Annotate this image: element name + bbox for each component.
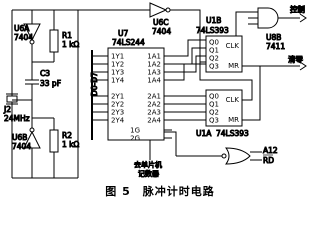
clear-label: 清零 bbox=[288, 54, 303, 64]
u6b-ref: U6B bbox=[12, 133, 27, 142]
or-gate bbox=[225, 147, 251, 165]
u6c-inverter bbox=[149, 2, 171, 18]
u7-pin-2y3: 2Y3 bbox=[111, 109, 124, 117]
u1b-pins-pin-q0: Q0 bbox=[209, 39, 219, 47]
u6a-inverter bbox=[23, 23, 41, 45]
u6c-ref: U6C bbox=[153, 18, 169, 27]
enable-wire bbox=[164, 131, 177, 156]
u7-pin-2y4: 2Y4 bbox=[111, 117, 125, 125]
a12-label: A12 bbox=[263, 146, 278, 155]
u1a-pins-pin-clk: CLK bbox=[226, 96, 240, 104]
u7-pin-2a2: 2A2 bbox=[147, 101, 161, 109]
u7-pin-2a4: 2A4 bbox=[147, 117, 161, 125]
control-arrow bbox=[299, 13, 307, 23]
r1-resistor bbox=[49, 29, 59, 53]
u1b-pins-pin-q3: Q3 bbox=[209, 63, 219, 71]
c3-ref: C3 bbox=[40, 69, 50, 78]
u8b-ref: U8B bbox=[266, 33, 281, 42]
u7-pin-1y3: 1Y3 bbox=[111, 69, 124, 77]
u7-pin-1y2: 1Y2 bbox=[111, 61, 124, 69]
u1b-part: 74LS393 bbox=[196, 26, 229, 35]
u7-pin-1y1: 1Y1 bbox=[111, 53, 124, 61]
j2-value: 24MHz bbox=[4, 114, 30, 123]
rd-label: RD bbox=[263, 156, 274, 165]
u8b-part: 7411 bbox=[266, 42, 285, 51]
control-label: 控制 bbox=[290, 4, 305, 14]
data-bus-label: D0-D7 bbox=[90, 72, 99, 96]
u7-pin-1a2: 1A2 bbox=[147, 61, 161, 69]
u1b-ref: U1B bbox=[206, 16, 221, 25]
wire-1a4 bbox=[164, 63, 206, 81]
u7-pin-1a1: 1A1 bbox=[147, 53, 161, 61]
u7-pin-2y1: 2Y1 bbox=[111, 93, 124, 101]
u1a-chip bbox=[205, 89, 243, 127]
mr-join-wire bbox=[242, 65, 261, 121]
u8b-feed-wire bbox=[235, 11, 248, 36]
u7-pin-2y2: 2Y2 bbox=[111, 101, 124, 109]
r1-value: 1 kΩ bbox=[62, 40, 79, 49]
u7-pin-2a3: 2A3 bbox=[147, 109, 161, 117]
u1b-chip bbox=[205, 35, 243, 73]
u1b-pins-pin-q2: Q2 bbox=[209, 55, 219, 63]
u6c-part: 7404 bbox=[152, 27, 171, 36]
u6a-part: 7404 bbox=[14, 33, 33, 42]
c3-value: 33 pF bbox=[40, 79, 61, 88]
j2-crystal bbox=[6, 93, 18, 105]
u1a-pins-pin-mr: MR bbox=[228, 116, 239, 124]
circuit-diagram: U6A 7404 R1 1 kΩ C3 33 pF J2 24MHz U6B 7… bbox=[3, 2, 307, 179]
wire-1a1 bbox=[164, 39, 206, 57]
r2-resistor bbox=[49, 129, 59, 153]
wire-1a2 bbox=[164, 47, 206, 65]
or-gate-bubble bbox=[221, 153, 227, 159]
u7-pin-2a1: 2A1 bbox=[147, 93, 161, 101]
u1b-pins-pin-mr: MR bbox=[228, 62, 239, 70]
u7-pin-1a3: 1A3 bbox=[147, 69, 161, 77]
u7-chip bbox=[107, 47, 165, 141]
clear-arrow bbox=[299, 61, 307, 71]
u1a-pins-pin-q0: Q0 bbox=[209, 93, 219, 101]
u7-pin-1a4: 1A4 bbox=[147, 77, 161, 85]
u1a-pins-pin-q3: Q3 bbox=[209, 117, 219, 125]
mcu-counter-line1: 去单片机 bbox=[134, 160, 162, 169]
u1a-pins-pin-q1: Q1 bbox=[209, 101, 219, 109]
u1a-pins-pin-q2: Q2 bbox=[209, 109, 219, 117]
u7-ref: U7 bbox=[118, 29, 128, 38]
carry-wire bbox=[199, 61, 253, 101]
figure-caption: 图 5 脉冲计时电路 bbox=[105, 185, 215, 198]
u1a-part: 74LS393 bbox=[216, 129, 249, 138]
u1b-pins-pin-q1: Q1 bbox=[209, 47, 219, 55]
u7-pin-2g: 2G bbox=[130, 135, 140, 143]
u7-part: 74LS244 bbox=[112, 38, 145, 47]
r1-ref: R1 bbox=[62, 31, 72, 40]
u6a-ref: U6A bbox=[14, 24, 30, 33]
u1b-pins-pin-clk: CLK bbox=[226, 42, 240, 50]
r2-ref: R2 bbox=[62, 131, 72, 140]
u7-pin-1g: 1G bbox=[130, 127, 140, 135]
mcu-counter-line2: 记数器 bbox=[138, 169, 159, 178]
u8b-and-gate bbox=[257, 7, 279, 29]
u7-pin-group: 1Y11Y21Y31Y42Y12Y22Y32Y41A11A21A31A42A12… bbox=[92, 53, 172, 143]
u1a-ref: U1A bbox=[196, 129, 212, 138]
j2-ref: J2 bbox=[3, 105, 11, 114]
u7-pin-1y4: 1Y4 bbox=[111, 77, 125, 85]
r2-value: 1 kΩ bbox=[62, 140, 79, 149]
u6b-part: 7404 bbox=[12, 142, 31, 151]
u6c-output-wire bbox=[170, 9, 201, 62]
